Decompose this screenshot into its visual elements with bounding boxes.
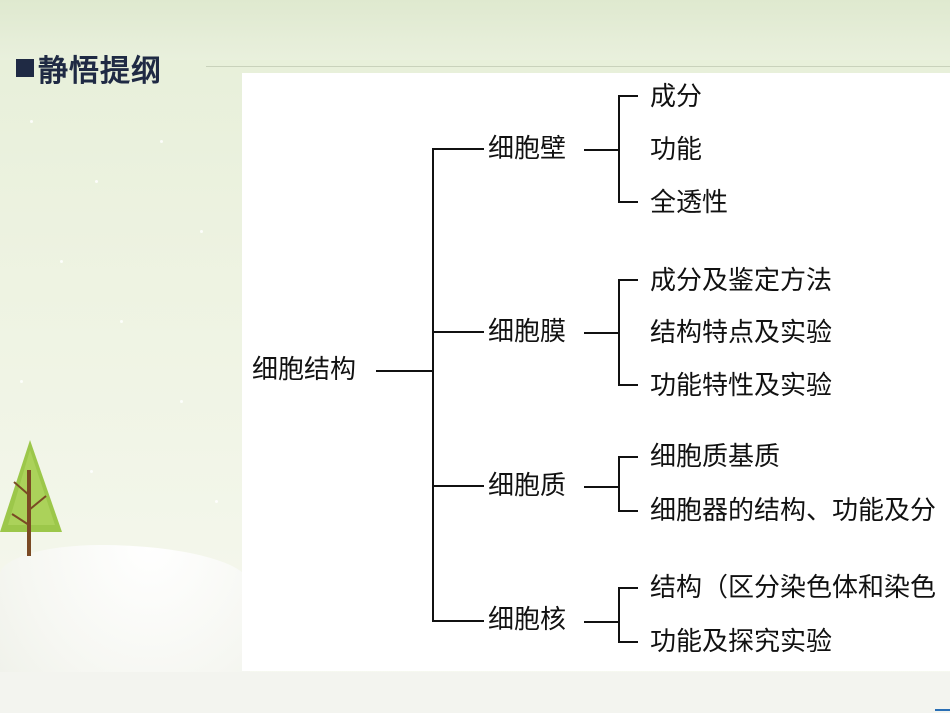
leaf-node: 结构（区分染色体和染色 — [650, 573, 937, 603]
leaf-node: 全透性 — [650, 188, 729, 218]
connector — [618, 95, 620, 203]
leaf-node: 功能特性及实验 — [650, 371, 833, 401]
leaf-node: 细胞器的结构、功能及分 — [650, 496, 937, 526]
branch-node-nucleus: 细胞核 — [488, 605, 567, 635]
connector — [432, 148, 484, 150]
connector — [618, 510, 638, 512]
heading-rule — [206, 66, 950, 67]
section-heading: 静悟提纲 — [16, 48, 162, 89]
connector — [618, 384, 638, 386]
background-top-band — [0, 0, 950, 60]
connector — [584, 486, 620, 488]
connector — [618, 587, 620, 643]
connector — [432, 148, 434, 622]
root-node: 细胞结构 — [252, 355, 357, 385]
connector — [584, 621, 620, 623]
connector — [618, 456, 638, 458]
connector — [618, 95, 638, 97]
connector — [432, 620, 484, 622]
page-indicator — [935, 709, 950, 711]
leaf-node: 成分及鉴定方法 — [650, 266, 833, 296]
connector — [584, 149, 620, 151]
connector — [432, 485, 484, 487]
page-title: 静悟提纲 — [38, 54, 162, 89]
connector — [618, 587, 638, 589]
tree-illustration — [0, 440, 62, 556]
branch-node-cell-membrane: 细胞膜 — [488, 317, 567, 347]
leaf-node: 成分 — [650, 82, 703, 112]
branch-node-cytoplasm: 细胞质 — [488, 471, 567, 501]
leaf-node: 细胞质基质 — [650, 442, 781, 472]
connector — [618, 201, 638, 203]
branch-node-cell-wall: 细胞壁 — [488, 134, 567, 164]
leaf-node: 结构特点及实验 — [650, 318, 833, 348]
leaf-node: 功能 — [650, 135, 703, 165]
connector — [618, 279, 638, 281]
connector — [432, 331, 484, 333]
connector — [618, 279, 620, 386]
leaf-node: 功能及探究实验 — [650, 627, 833, 657]
bottom-strip — [0, 672, 950, 713]
connector — [584, 332, 620, 334]
diagram-panel: 细胞结构 细胞壁 细胞膜 细胞质 细胞核 成分 功能 全透性 成分及鉴定方法 结… — [242, 73, 950, 671]
square-bullet-icon — [16, 59, 34, 77]
connector — [618, 641, 638, 643]
connector — [376, 370, 432, 372]
connector — [618, 456, 620, 512]
